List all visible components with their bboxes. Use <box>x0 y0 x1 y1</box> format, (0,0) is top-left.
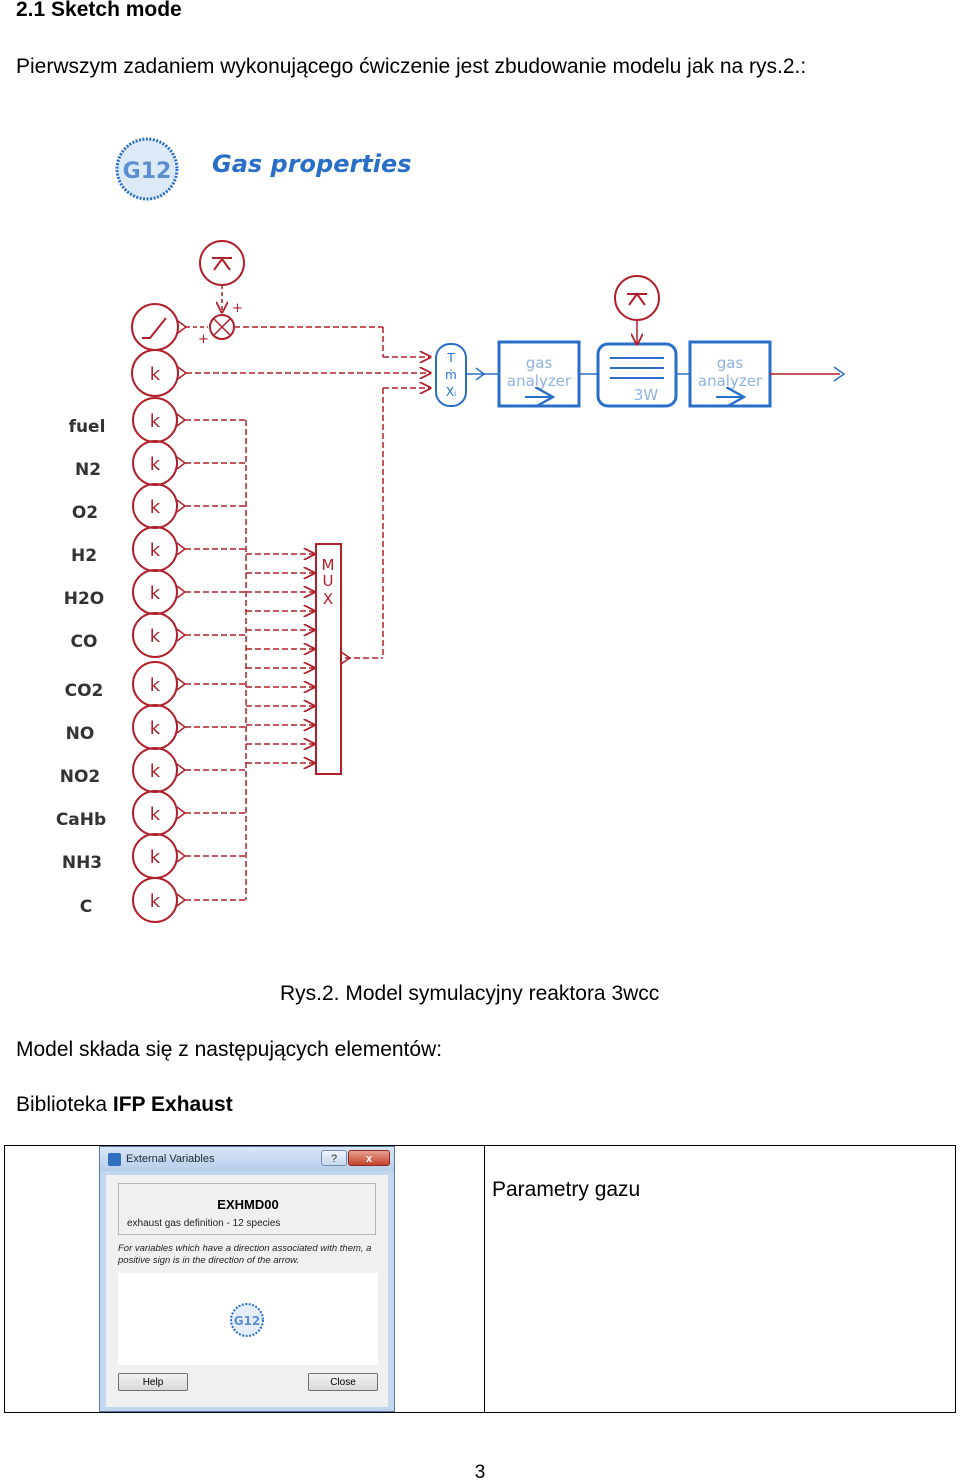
definition-description: exhaust gas definition - 12 species <box>127 1218 281 1229</box>
svg-text:k: k <box>150 583 161 604</box>
svg-text:analyzer: analyzer <box>507 372 572 390</box>
definition-box: EXHMD00 exhaust gas definition - 12 spec… <box>118 1183 376 1235</box>
intro-paragraph: Pierwszym zadaniem wykonującego ćwiczeni… <box>16 55 807 78</box>
svg-text:k: k <box>150 497 161 518</box>
catalyst-3w-block: 3W <box>596 275 678 408</box>
gain-row-cahb: CaHb k <box>56 790 246 836</box>
direction-note: For variables which have a direction ass… <box>118 1243 372 1266</box>
species-label: CO2 <box>65 681 104 701</box>
svg-text:gas: gas <box>526 354 553 372</box>
svg-text:k: k <box>150 847 161 868</box>
gain-row-n2: N2 k <box>75 440 246 486</box>
page-number: 3 <box>474 1462 486 1483</box>
elements-table: External Variables ? x EXHMD00 exhaust g… <box>4 1145 956 1413</box>
gas-sensor-block: T ṁ Xᵢ <box>435 343 498 407</box>
library-name: IFP Exhaust <box>112 1093 233 1116</box>
section-heading: 2.1 Sketch mode <box>16 0 182 21</box>
gain-row-fuel: fuel k <box>69 397 246 443</box>
gain-row-h2o: H2O k <box>64 569 246 615</box>
svg-text:ṁ: ṁ <box>445 368 457 382</box>
species-label: NO2 <box>60 767 101 787</box>
table-divider <box>484 1146 485 1412</box>
species-label: CaHb <box>56 810 106 830</box>
figure-title: Gas properties <box>212 150 412 178</box>
signal-sensor-icon <box>199 240 245 312</box>
svg-text:G12: G12 <box>234 1314 261 1328</box>
dialog-body: EXHMD00 exhaust gas definition - 12 spec… <box>106 1175 388 1407</box>
g12-icon[interactable]: G12 <box>228 1301 266 1339</box>
svg-text:U: U <box>323 572 334 590</box>
library-line: Biblioteka IFP Exhaust <box>16 1093 233 1117</box>
svg-text:X: X <box>323 590 333 608</box>
gain-row-co2: CO2 k <box>65 661 246 707</box>
mux-inputs <box>246 554 314 763</box>
species-label: NH3 <box>62 853 102 873</box>
species-label: fuel <box>69 417 106 437</box>
sum-junction-icon: + + <box>198 301 243 347</box>
svg-text:k: k <box>150 891 161 912</box>
svg-text:k: k <box>150 761 161 782</box>
dialog-titlebar: External Variables ? x <box>100 1147 394 1171</box>
app-icon <box>108 1153 121 1166</box>
species-label: C <box>80 897 92 917</box>
gas-analyzer-2: gas analyzer <box>688 340 772 408</box>
elements-intro: Model składa się z następujących element… <box>16 1038 443 1061</box>
svg-text:k: k <box>150 364 161 385</box>
library-prefix: Biblioteka <box>16 1093 113 1116</box>
close-title-button[interactable]: x <box>348 1150 390 1166</box>
variables-pane: G12 <box>118 1273 378 1365</box>
definition-code: EXHMD00 <box>217 1197 279 1212</box>
svg-text:k: k <box>150 804 161 825</box>
species-label: CO <box>71 632 98 652</box>
svg-text:k: k <box>150 540 161 561</box>
help-title-button[interactable]: ? <box>321 1150 347 1166</box>
gain-row-h2: H2 k <box>71 526 246 572</box>
external-variables-dialog: External Variables ? x EXHMD00 exhaust g… <box>99 1146 395 1412</box>
gain-row-co: CO k <box>71 612 246 658</box>
gain-row-o2: O2 k <box>72 483 246 529</box>
help-button[interactable]: Help <box>118 1373 188 1391</box>
species-label: H2 <box>71 546 97 566</box>
mux-block: M U X <box>315 543 352 775</box>
gain-row-no: NO k <box>66 704 246 750</box>
species-label: N2 <box>75 460 101 480</box>
svg-text:k: k <box>150 454 161 475</box>
g12-badge-icon: G12 <box>115 137 179 201</box>
gas-parameters-label: Parametry gazu <box>492 1178 641 1201</box>
species-label: NO <box>66 724 95 744</box>
svg-text:k: k <box>150 411 161 432</box>
svg-text:analyzer: analyzer <box>698 372 763 390</box>
svg-text:M: M <box>322 556 335 574</box>
svg-text:k: k <box>150 718 161 739</box>
svg-text:k: k <box>150 675 161 696</box>
figure-caption: Rys.2. Model symulacyjny reaktora 3wcc <box>280 982 660 1005</box>
gas-analyzer-1: gas analyzer <box>497 340 581 408</box>
svg-text:+: + <box>198 332 209 347</box>
svg-text:k: k <box>150 626 161 647</box>
outlet-arrow-icon <box>833 366 846 382</box>
gain-row-nh3: NH3 k <box>62 833 246 879</box>
species-label: O2 <box>72 503 98 523</box>
svg-text:3W: 3W <box>634 386 659 404</box>
svg-text:Xᵢ: Xᵢ <box>446 385 456 399</box>
close-button[interactable]: Close <box>308 1373 378 1391</box>
species-label: H2O <box>64 589 105 609</box>
gain-row-no2: NO2 k <box>60 747 246 793</box>
svg-text:T: T <box>446 351 455 365</box>
gain-block-top: k <box>131 349 430 397</box>
svg-text:gas: gas <box>717 354 744 372</box>
svg-text:+: + <box>232 301 243 316</box>
dialog-title: External Variables <box>126 1153 215 1165</box>
ramp-source-icon <box>131 303 208 351</box>
badge-label: G12 <box>123 159 172 184</box>
